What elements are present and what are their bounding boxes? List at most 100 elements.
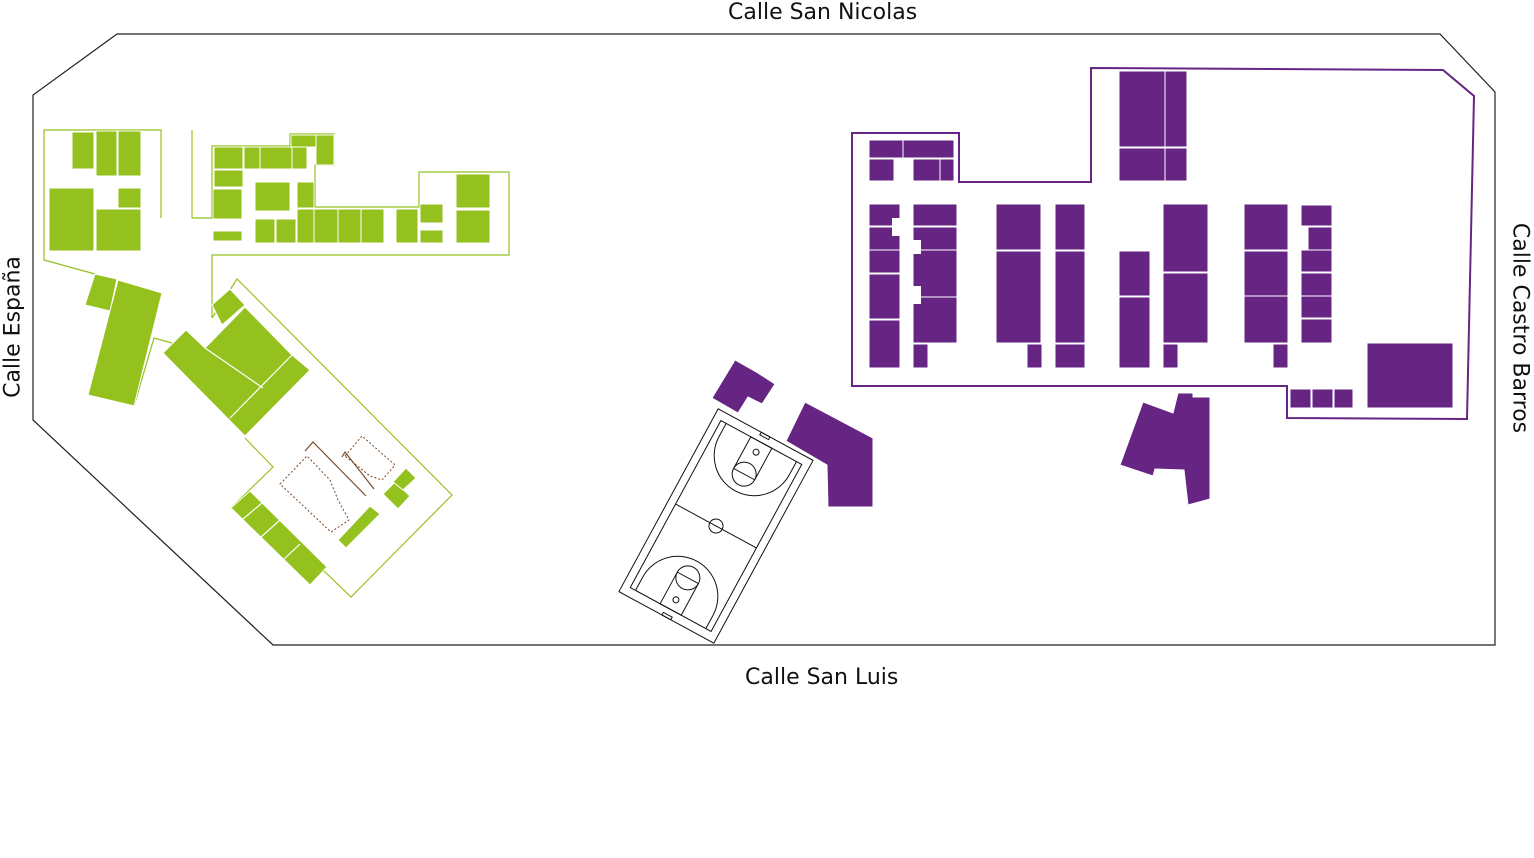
green-building: [71, 131, 95, 170]
purple-building: [868, 158, 895, 182]
purple-building: [1162, 272, 1209, 344]
purple-zone-outline: [851, 66, 1476, 421]
purple-building: [1164, 70, 1188, 148]
green-zone-outline-link: [133, 337, 173, 407]
green-building: [243, 146, 261, 170]
green-building: [230, 490, 328, 586]
site-boundary: [32, 33, 1496, 646]
basketball-court: [618, 408, 814, 644]
purple-building: [912, 158, 941, 182]
green-building: [212, 188, 243, 220]
purple-building: [1311, 388, 1334, 409]
purple-building: [1333, 388, 1354, 409]
green-building: [48, 187, 95, 252]
purple-building: [868, 139, 904, 159]
courtyard-notch: [912, 286, 921, 304]
purple-building: [1162, 343, 1179, 369]
green-building: [254, 218, 276, 244]
purple-building: [1026, 343, 1043, 369]
purple-building: [1243, 203, 1289, 251]
purple-building: [1164, 147, 1188, 182]
green-building: [213, 169, 244, 188]
purple-building: [1300, 249, 1333, 273]
green-building: [259, 146, 293, 170]
green-building: [455, 209, 491, 244]
green-building: [290, 134, 317, 148]
green-building: [382, 481, 411, 510]
green-zone-outline-west: [43, 129, 162, 275]
green-building: [392, 467, 417, 491]
purple-building: [711, 359, 776, 414]
purple-building: [995, 203, 1042, 251]
purple-building: [1300, 318, 1333, 344]
garden-wall: [341, 450, 375, 490]
purple-building: [1300, 204, 1333, 227]
purple-zone: [711, 66, 1476, 508]
green-building: [117, 130, 142, 177]
purple-building: [1118, 70, 1166, 148]
purple-building: [1272, 343, 1289, 369]
garden-wall: [304, 441, 367, 497]
green-building: [291, 146, 308, 170]
green-building: [95, 208, 142, 252]
purple-building: [1054, 250, 1086, 344]
street-label-south: Calle San Luis: [745, 665, 899, 690]
purple-building: [1118, 250, 1151, 297]
purple-building: [1307, 226, 1333, 251]
green-building: [254, 181, 291, 212]
green-building: [455, 173, 491, 209]
garden-path-dotted: [344, 435, 396, 481]
purple-building: [912, 203, 958, 227]
courtyard-notch: [912, 240, 921, 254]
green-building: [395, 208, 419, 244]
purple-building: [1243, 250, 1289, 297]
building-divider: [260, 519, 281, 538]
green-building: [313, 208, 339, 244]
purple-building: [785, 401, 874, 508]
purple-building: [1054, 343, 1086, 369]
building-divider: [204, 347, 264, 389]
green-building: [162, 306, 311, 437]
garden-path-dotted: [279, 455, 350, 533]
green-building: [337, 505, 381, 549]
building-divider: [229, 354, 293, 419]
green-building: [211, 288, 246, 326]
purple-building: [995, 250, 1042, 344]
purple-building: [939, 158, 955, 182]
purple-building: [1118, 296, 1151, 369]
purple-building: [868, 319, 901, 369]
purple-building: [902, 139, 955, 159]
green-building: [337, 208, 362, 244]
purple-building: [1119, 392, 1211, 506]
purple-building: [1162, 203, 1209, 273]
purple-building: [1243, 295, 1289, 344]
building-divider: [242, 502, 263, 520]
green-building: [212, 230, 243, 242]
purple-building: [1300, 295, 1333, 319]
green-building: [213, 146, 244, 170]
street-label-north: Calle San Nicolas: [728, 0, 918, 25]
green-building: [360, 208, 385, 244]
green-building: [87, 279, 163, 407]
green-zone: [43, 129, 510, 598]
green-building: [419, 229, 444, 244]
green-zone-outline-south: [211, 278, 453, 598]
green-building: [275, 218, 297, 244]
green-building: [315, 134, 335, 166]
purple-building: [1118, 147, 1166, 182]
green-building: [419, 203, 444, 224]
green-building: [95, 130, 118, 177]
purple-building: [912, 343, 929, 369]
purple-building: [868, 273, 901, 320]
purple-building: [1300, 272, 1333, 297]
purple-building: [1289, 388, 1312, 409]
building-divider: [282, 543, 301, 561]
courtyard-notch: [892, 218, 908, 236]
purple-building: [1366, 342, 1454, 409]
purple-building: [912, 296, 958, 344]
green-building: [296, 208, 315, 244]
purple-building: [868, 249, 901, 274]
green-building: [117, 187, 142, 209]
green-building: [296, 181, 315, 209]
